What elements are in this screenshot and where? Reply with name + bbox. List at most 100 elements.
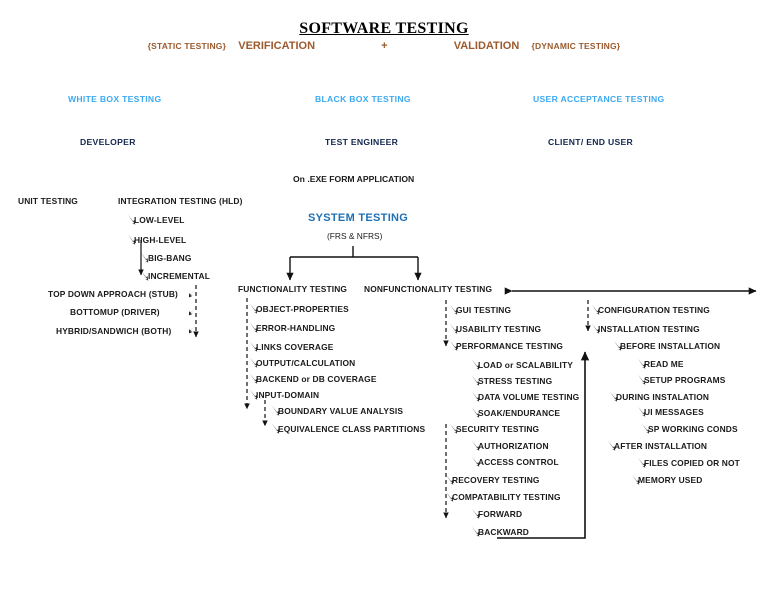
node-backward: BACKWARD (478, 527, 529, 537)
integration-testing-node: INTEGRATION TESTING (HLD) (118, 196, 243, 206)
branch-arrow-icon (641, 423, 650, 434)
node-equivalence-class-partitions: EQUIVALENCE CLASS PARTITIONS (278, 424, 426, 434)
node-big-bang: BIG-BANG (148, 253, 192, 263)
frs-nfrs-label: (FRS & NFRS) (327, 231, 383, 241)
branch-arrow-icon (249, 389, 258, 400)
branch-arrow-icon (140, 252, 149, 263)
branch-arrow-icon (471, 508, 480, 519)
node-performance-testing: PERFORMANCE TESTING (456, 341, 564, 351)
branch-arrow-icon (249, 341, 258, 352)
branch-arrow-icon (249, 322, 258, 333)
branch-arrow-icon (637, 358, 646, 369)
node-boundary-value-analysis: BOUNDARY VALUE ANALYSIS (278, 406, 404, 416)
plus-symbol: + (381, 40, 388, 53)
column-head-black-box: BLACK BOX TESTING (315, 94, 411, 104)
node-before-installation: BEFORE INSTALLATION (620, 341, 721, 351)
node-low-level: LOW-LEVEL (134, 215, 185, 225)
branch-arrow-icon (471, 359, 480, 370)
node-sp-working-conds: SP WORKING CONDS (648, 424, 738, 434)
node-memory-used: MEMORY USED (638, 475, 703, 485)
arrow-up-right-icon (188, 304, 197, 316)
branch-arrow-icon (449, 423, 458, 434)
node-high-level: HIGH-LEVEL (134, 235, 187, 245)
role-client-end-user: CLIENT/ END USER (548, 137, 634, 147)
node-configuration-testing: CONFIGURATION TESTING (598, 305, 710, 315)
nonfunctionality-testing-heading: NONFUNCTIONALITY TESTING (364, 284, 493, 294)
branch-arrow-icon (637, 457, 646, 468)
column-head-user-acceptance: USER ACCEPTANCE TESTING (533, 94, 665, 104)
node-soak-endurance: SOAK/ENDURANCE (478, 408, 561, 418)
branch-arrow-icon (445, 474, 454, 485)
branch-arrow-icon (445, 491, 454, 502)
branch-arrow-icon (249, 357, 258, 368)
node-forward: FORWARD (478, 509, 523, 519)
node-stress-testing: STRESS TESTING (478, 376, 553, 386)
branch-arrow-icon (591, 323, 600, 334)
node-installation-testing: INSTALLATION TESTING (598, 324, 700, 334)
branch-arrow-icon (249, 373, 258, 384)
static-testing-label: {STATIC TESTING} (147, 41, 227, 52)
node-recovery-testing: RECOVERY TESTING (452, 475, 540, 485)
node-gui-testing: GUI TESTING (456, 305, 512, 315)
system-testing-node: SYSTEM TESTING (308, 212, 409, 224)
node-incremental: INCREMENTAL (148, 271, 210, 281)
branch-arrow-icon (471, 440, 480, 451)
page-title: SOFTWARE TESTING (299, 20, 469, 37)
branch-arrow-icon (637, 374, 646, 385)
branch-arrow-icon (471, 375, 480, 386)
verification-validation-line: {STATIC TESTING} VERIFICATION + VALIDATI… (0, 40, 768, 52)
branch-arrow-icon (140, 270, 149, 281)
role-test-engineer: TEST ENGINEER (325, 137, 399, 147)
branch-arrow-icon (631, 474, 640, 485)
branch-arrow-icon (591, 304, 600, 315)
validation-label: VALIDATION (453, 40, 520, 53)
branch-arrow-icon (471, 407, 480, 418)
verification-label: VERIFICATION (238, 40, 316, 53)
arrow-up-right-icon (188, 322, 197, 334)
node-error-handling: ERROR-HANDLING (256, 323, 336, 333)
branch-arrow-icon (609, 391, 618, 402)
role-developer: DEVELOPER (80, 137, 136, 147)
node-bottomup-driver: BOTTOMUP (DRIVER) (70, 307, 160, 317)
branch-arrow-icon (449, 304, 458, 315)
branch-arrow-icon (449, 340, 458, 351)
node-ui-messages: UI MESSAGES (644, 407, 704, 417)
node-setup-programs: SETUP PROGRAMS (644, 375, 726, 385)
node-usability-testing: USABILITY TESTING (456, 324, 542, 334)
node-object-properties: OBJECT-PROPERTIES (256, 304, 349, 314)
node-input-domain: INPUT-DOMAIN (256, 390, 320, 400)
node-compatability-testing: COMPATABILITY TESTING (452, 492, 561, 502)
dynamic-testing-label: {DYNAMIC TESTING} (531, 41, 621, 52)
node-links-coverage: LINKS COVERAGE (256, 342, 334, 352)
column-head-white-box: WHITE BOX TESTING (68, 94, 162, 104)
node-files-copied-or-not: FILES COPIED OR NOT (644, 458, 740, 468)
exe-form-application-note: On .EXE FORM APPLICATION (293, 174, 415, 184)
branch-arrow-icon (471, 456, 480, 467)
node-top-down-approach: TOP DOWN APPROACH (STUB) (48, 289, 179, 299)
node-authorization: AUTHORIZATION (478, 441, 549, 451)
node-load-scalability: LOAD or SCALABILITY (478, 360, 573, 370)
branch-arrow-icon (471, 391, 480, 402)
node-output-calculation: OUTPUT/CALCULATION (256, 358, 356, 368)
branch-arrow-icon (449, 323, 458, 334)
node-access-control: ACCESS CONTROL (478, 457, 559, 467)
branch-arrow-icon (271, 405, 280, 416)
branch-arrow-icon (637, 406, 646, 417)
branch-arrow-icon (127, 214, 136, 225)
node-security-testing: SECURITY TESTING (456, 424, 540, 434)
arrow-up-right-icon (188, 286, 197, 298)
branch-arrow-icon (607, 440, 616, 451)
functionality-testing-heading: FUNCTIONALITY TESTING (238, 284, 348, 294)
unit-testing-node: UNIT TESTING (18, 196, 78, 206)
branch-arrow-icon (613, 340, 622, 351)
branch-arrow-icon (127, 234, 136, 245)
node-backend-db-coverage: BACKEND or DB COVERAGE (256, 374, 377, 384)
node-during-installation: DURING INSTALATION (616, 392, 710, 402)
branch-arrow-icon (271, 423, 280, 434)
branch-arrow-icon (249, 303, 258, 314)
branch-arrow-icon (471, 526, 480, 537)
node-data-volume-testing: DATA VOLUME TESTING (478, 392, 580, 402)
node-read-me: READ ME (644, 359, 684, 369)
node-after-installation: AFTER INSTALLATION (614, 441, 708, 451)
node-hybrid-sandwich: HYBRID/SANDWICH (BOTH) (56, 326, 172, 336)
